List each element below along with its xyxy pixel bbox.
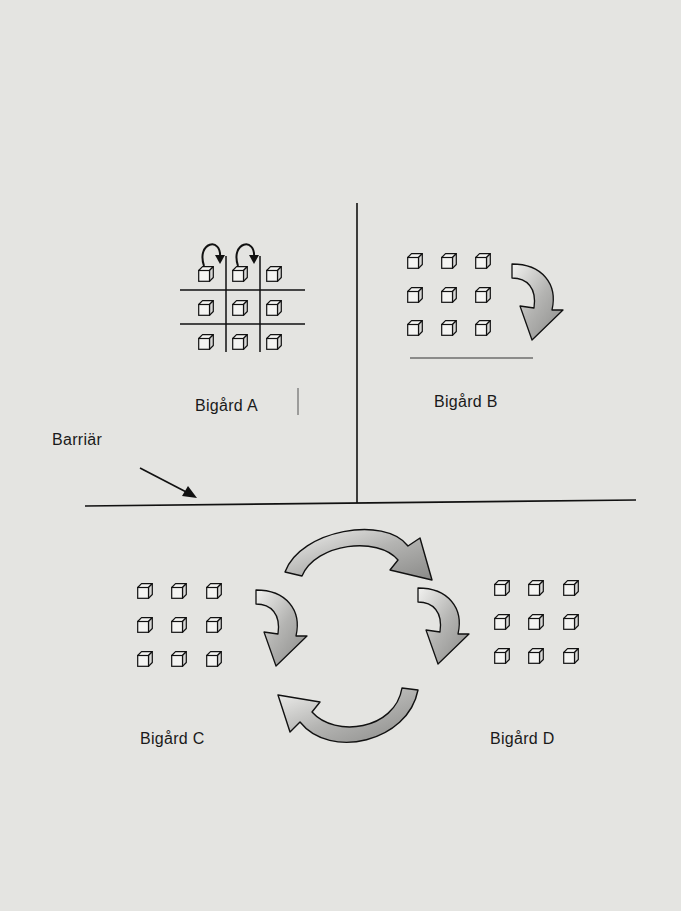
hives-d [495,581,579,664]
apiary-label: Bigård B [434,392,498,411]
fence-grid [180,256,305,352]
apiary-label: Bigård A [195,396,258,415]
apiary-label: Bigård C [140,729,205,748]
barrier-line [356,203,358,503]
move-arrow [418,588,469,664]
ground-line [410,358,533,359]
pointer-arrow [140,468,192,495]
move-arrow [512,264,563,340]
barrier-label: Barriär [52,430,102,449]
move-arrow [256,590,307,666]
hives-b [408,254,491,336]
pointer-arrowhead [182,486,197,498]
hives-a [199,267,282,350]
barrier-line [85,500,636,506]
mark-line [298,388,299,415]
apiary-label: Bigård D [490,729,555,748]
exchange-arrow [285,530,432,580]
exchange-arrow [278,688,418,742]
return-loop-heads [215,255,259,264]
return-loops [202,244,254,266]
hives-c [138,584,222,667]
